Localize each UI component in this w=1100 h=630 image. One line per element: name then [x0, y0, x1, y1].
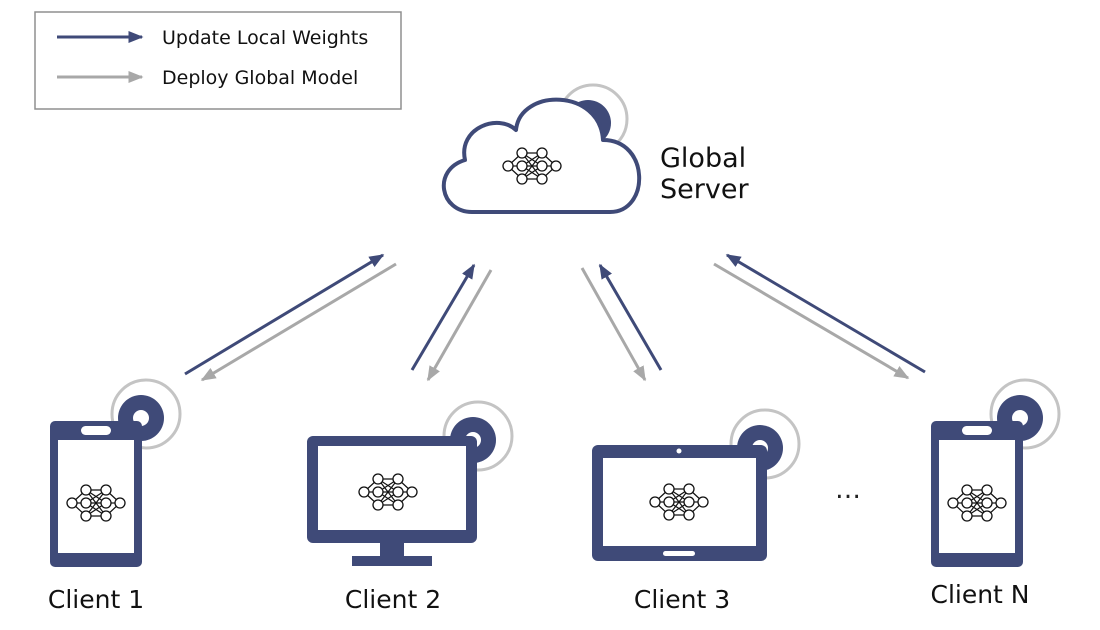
deploy-arrow-client-3 — [580, 267, 647, 382]
legend: Update Local Weights Deploy Global Model — [34, 11, 402, 110]
deploy-arrow-client-n — [713, 262, 910, 380]
legend-deploy-label: Deploy Global Model — [162, 67, 358, 89]
client-1: Client 1 — [48, 378, 182, 614]
client-n: Client N — [930, 378, 1061, 609]
server-label-line1: Global — [660, 143, 746, 174]
client-3: Client 3 — [592, 408, 801, 614]
more-clients-ellipsis: … — [835, 475, 861, 505]
update-arrow-client-n — [725, 253, 926, 374]
update-arrow-client-2 — [410, 263, 476, 371]
smartphone-icon — [50, 421, 142, 567]
client-3-label: Client 3 — [634, 585, 730, 614]
smartphone-icon — [931, 421, 1023, 567]
legend-update-label: Update Local Weights — [162, 27, 368, 49]
deploy-arrow-client-2 — [426, 269, 493, 382]
update-arrow-client-3 — [598, 263, 663, 371]
global-server: Global Server — [441, 83, 749, 214]
client-n-label: Client N — [930, 580, 1029, 609]
update-arrow-client-1 — [184, 253, 385, 376]
client-2-label: Client 2 — [345, 585, 441, 614]
client-1-label: Client 1 — [48, 585, 144, 614]
client-2: Client 2 — [307, 400, 514, 614]
server-label-line2: Server — [660, 174, 749, 205]
legend-box — [34, 11, 402, 110]
desktop-monitor-icon — [307, 436, 477, 566]
deploy-arrow-client-1 — [200, 262, 397, 382]
flow-arrows — [184, 253, 926, 382]
